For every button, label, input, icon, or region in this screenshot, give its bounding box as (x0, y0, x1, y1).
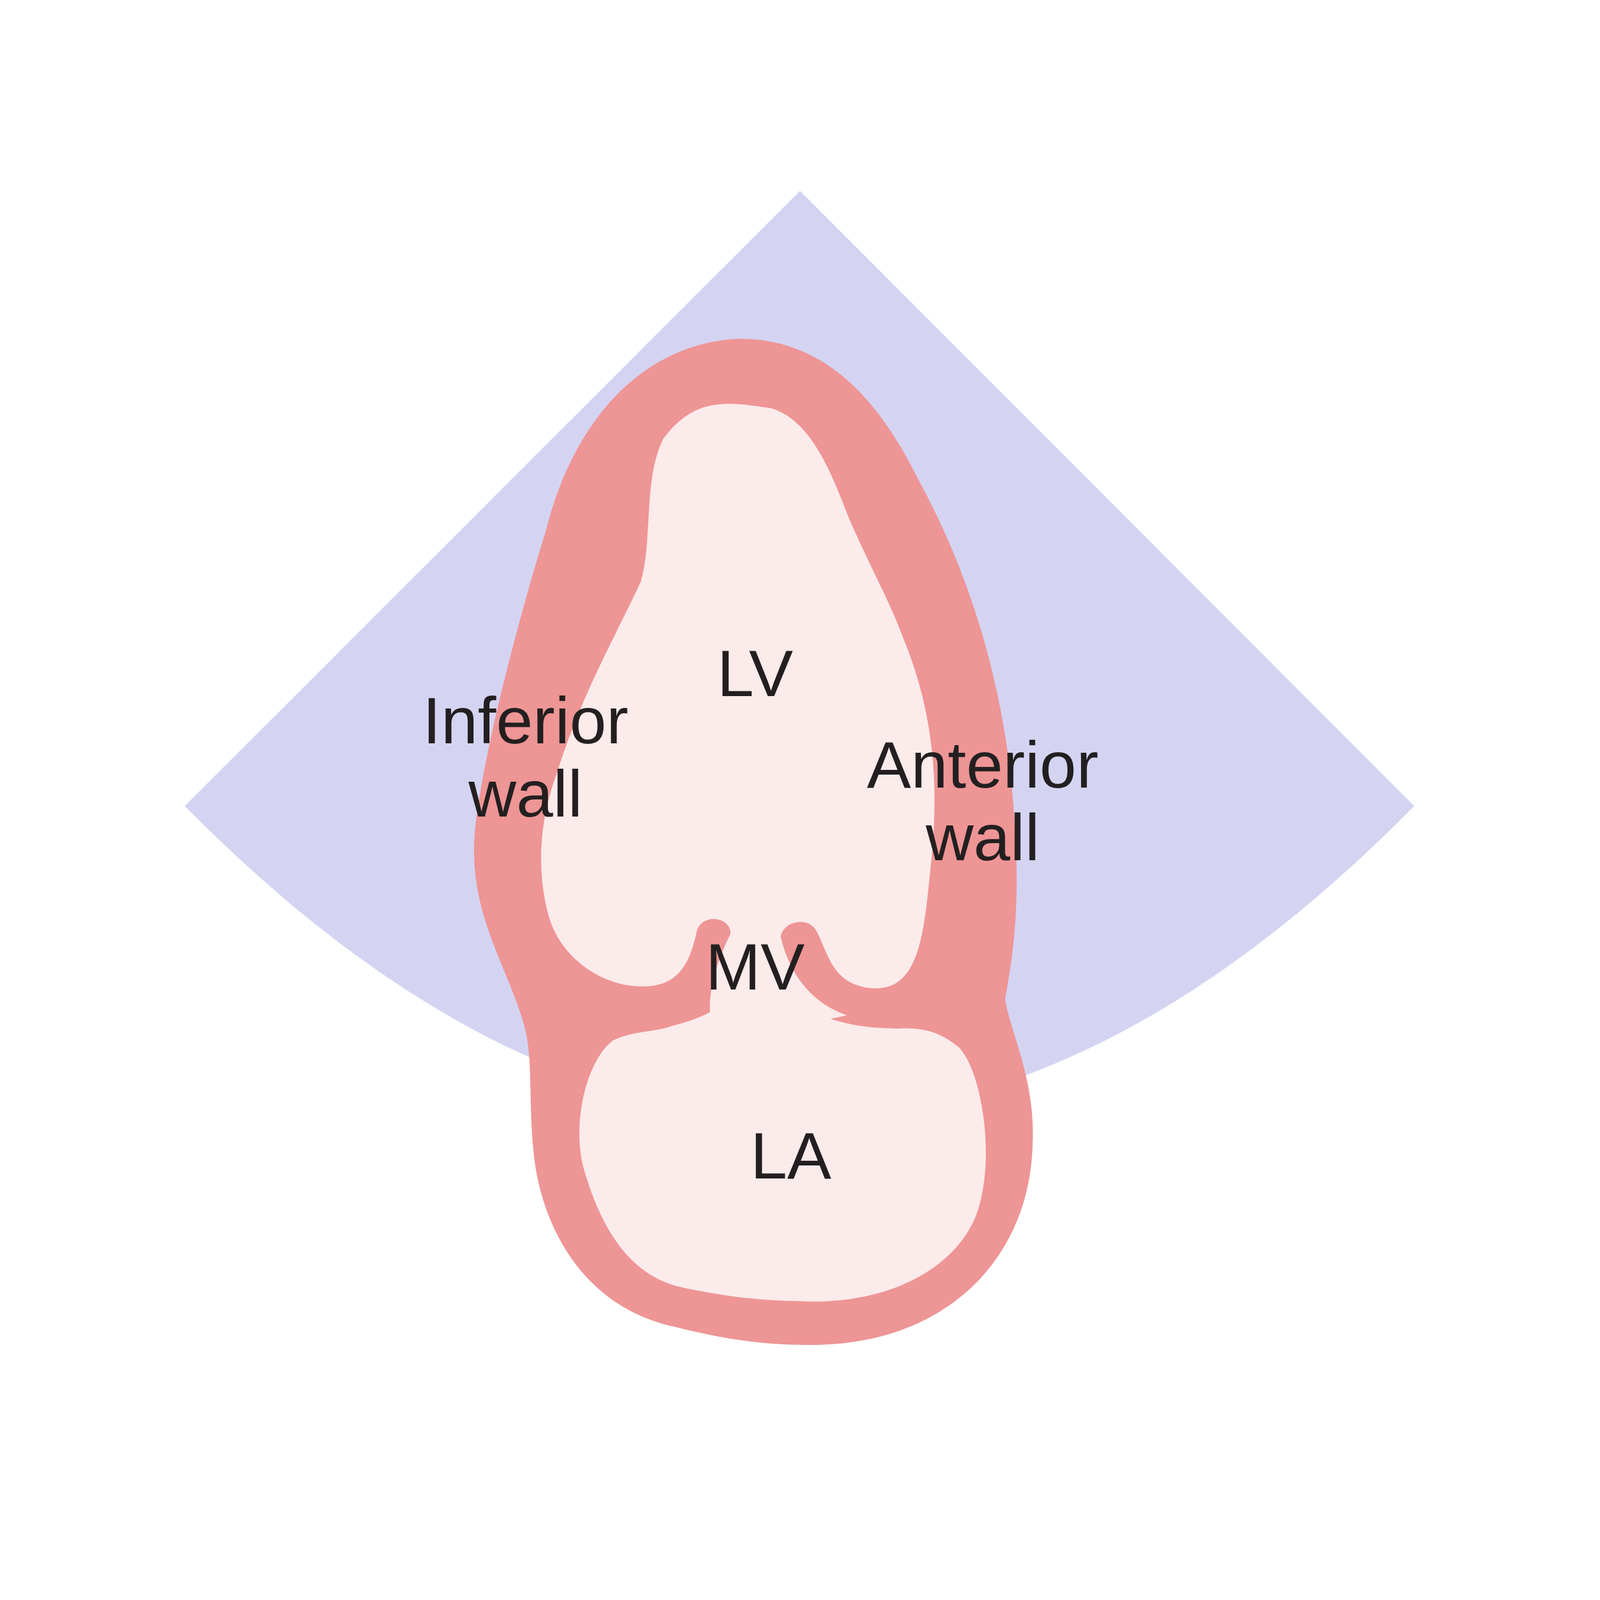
chamber-label: LA (750, 1120, 832, 1193)
chamber-label: LV (717, 637, 794, 710)
ultrasound-sector (184, 190, 1415, 1118)
wall-label: Anterior wall (866, 728, 1099, 874)
wall-label: Inferior wall (422, 684, 629, 830)
la-cavity (579, 994, 986, 1302)
valve-label: MV (705, 931, 805, 1004)
